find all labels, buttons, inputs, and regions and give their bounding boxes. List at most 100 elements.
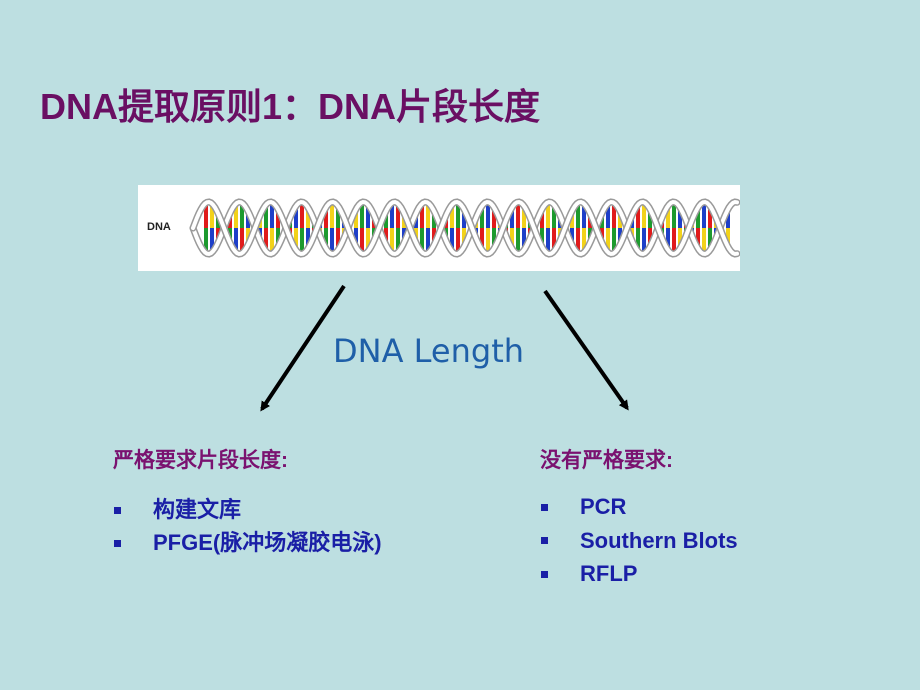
base-pair-segment <box>708 228 712 251</box>
base-pair-segment <box>492 207 496 228</box>
no-strict-requirement-list: PCR Southern Blots RFLP <box>540 490 738 591</box>
base-pair-segment <box>330 228 334 254</box>
base-pair-segment <box>582 203 586 228</box>
base-pair-segment <box>324 228 328 249</box>
list-item: PFGE(脉冲场凝胶电泳) <box>113 526 382 559</box>
base-pair-segment <box>612 228 616 254</box>
base-pair-segment <box>420 203 424 228</box>
base-pair-segment <box>390 228 394 254</box>
strict-length-heading: 严格要求片段长度: <box>113 449 288 472</box>
base-pair-segment <box>210 228 214 253</box>
base-pair-segment <box>552 204 556 228</box>
base-pair-segment <box>492 228 496 249</box>
helix-strand-inner <box>191 199 739 257</box>
base-pair-segment <box>300 228 304 254</box>
base-pair-segment <box>672 202 676 228</box>
base-pair-segment <box>270 228 274 254</box>
base-pair-segment <box>612 202 616 228</box>
base-pair-segment <box>546 202 550 228</box>
base-pair-segment <box>606 203 610 228</box>
list-item: PCR <box>540 490 738 524</box>
base-pair-segment <box>354 209 358 228</box>
base-pair-segment <box>354 228 358 247</box>
base-pair-segment <box>516 202 520 228</box>
base-pair-segment <box>576 228 580 254</box>
base-pair-segment <box>294 205 298 228</box>
base-pair-segment <box>726 209 730 228</box>
right-arrow <box>543 289 629 411</box>
base-pair-segment <box>516 228 520 254</box>
base-pair-segment <box>456 202 460 228</box>
base-pair-segment <box>666 228 670 251</box>
base-pair-segment <box>522 228 526 251</box>
base-pair-segment <box>366 204 370 228</box>
list-item: RFLP <box>540 557 738 591</box>
base-pair-segment <box>642 202 646 228</box>
base-pair-segment <box>294 228 298 251</box>
base-pair-segment <box>426 202 430 228</box>
base-pair-segment <box>240 202 244 228</box>
base-pair-segment <box>324 207 328 228</box>
base-pair-segment <box>648 228 652 247</box>
base-pair-segment <box>360 202 364 228</box>
dna-length-label: DNA Length <box>333 332 525 370</box>
base-pair-segment <box>678 207 682 228</box>
bullet-square-icon <box>114 539 121 547</box>
base-pair-segment <box>480 228 484 251</box>
base-pair-segment <box>276 209 280 228</box>
base-pair-segment <box>552 228 556 252</box>
base-pair-segment <box>486 202 490 228</box>
base-pair-segment <box>462 209 466 228</box>
base-pair-segment <box>300 202 304 228</box>
left-arrow <box>260 284 346 412</box>
dna-helix-graphic <box>189 198 740 258</box>
base-pair-segment <box>672 228 676 254</box>
base-pair-segment <box>696 228 700 249</box>
base-pair-segment <box>636 204 640 228</box>
base-pair-segment <box>642 228 646 254</box>
base-pair-segment <box>450 204 454 228</box>
base-pair-segment <box>396 228 400 253</box>
bullet-square-icon <box>541 537 548 545</box>
base-pair-segment <box>390 202 394 228</box>
base-pair-segment <box>360 228 364 254</box>
base-pair-segment <box>462 228 466 247</box>
base-pair-segment <box>510 228 514 249</box>
base-pair-segment <box>240 228 244 254</box>
base-pair-segment <box>540 209 544 228</box>
base-pair-segment <box>264 204 268 228</box>
base-pair-segment <box>678 228 682 249</box>
base-pair-segment <box>306 207 310 228</box>
base-pair-segment <box>366 228 370 252</box>
base-pair-segment <box>648 209 652 228</box>
dna-image-label: DNA <box>147 221 171 233</box>
list-item: Southern Blots <box>540 524 738 558</box>
base-pair-segment <box>696 207 700 228</box>
helix-strand-inner <box>191 199 739 257</box>
dna-helix-image: DNA <box>138 185 740 271</box>
no-strict-requirement-heading: 没有严格要求: <box>540 449 673 472</box>
base-pair-segment <box>204 202 208 228</box>
base-pair-segment <box>702 202 706 228</box>
base-pair-segment <box>510 207 514 228</box>
base-pair-segment <box>606 228 610 253</box>
base-pair-segment <box>210 203 214 228</box>
bullet-square-icon <box>541 503 548 511</box>
base-pair-segment <box>582 228 586 253</box>
base-pair-segment <box>306 228 310 249</box>
slide-title: DNA提取原则1：DNA片段长度 <box>40 86 541 127</box>
base-pair-segment <box>336 228 340 251</box>
base-pair-segment <box>708 205 712 228</box>
base-pair-segment <box>636 228 640 252</box>
base-pair-segment <box>540 228 544 247</box>
base-pair-segment <box>522 205 526 228</box>
base-pair-segment <box>264 228 268 252</box>
base-pair-segment <box>666 205 670 228</box>
base-pair-segment <box>234 203 238 228</box>
bullet-square-icon <box>541 570 548 578</box>
bullet-square-icon <box>114 506 121 514</box>
base-pair-segment <box>276 228 280 247</box>
base-pair-segment <box>456 228 460 254</box>
strict-length-list: 构建文库 PFGE(脉冲场凝胶电泳) <box>113 493 382 559</box>
base-pair-segment <box>486 228 490 254</box>
